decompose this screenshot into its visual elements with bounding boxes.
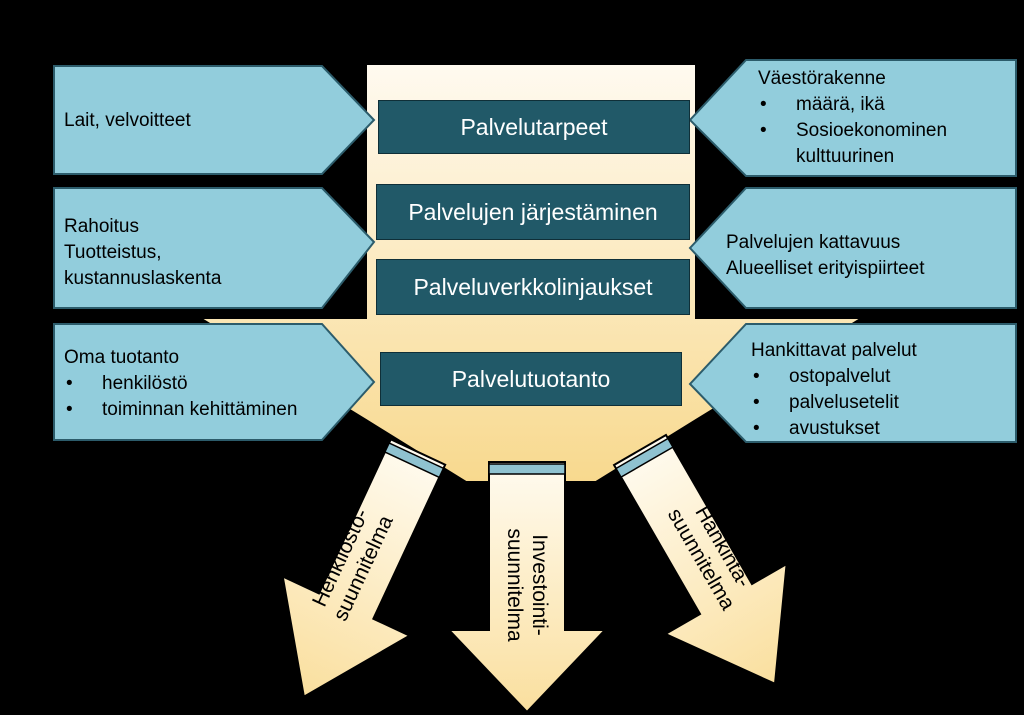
right-callout-2-text: Palvelujen kattavuus Alueelliset erityis… — [726, 230, 925, 282]
left-callout-3-title: Oma tuotanto — [64, 347, 180, 368]
left-callout-2-line-1: Rahoitus — [64, 216, 139, 237]
right-callout-2-line-1: Palvelujen kattavuus — [726, 232, 901, 253]
left-callout-3-text: Oma tuotanto henkilöstö toiminnan kehitt… — [64, 345, 297, 423]
center-box-palveluverkko: Palveluverkkolinjaukset — [376, 259, 690, 315]
left-callout-1-text: Lait, velvoitteet — [64, 108, 191, 134]
left-callout-1 — [53, 65, 376, 175]
arrow-left — [281, 437, 447, 699]
right-callout-1-text: Väestörakenne määrä, ikä Sosioekonominen… — [758, 66, 996, 170]
left-callout-1-line: Lait, velvoitteet — [64, 110, 191, 131]
center-box-palvelutuotanto: Palvelutuotanto — [380, 352, 682, 406]
left-callout-2 — [53, 187, 376, 309]
left-callout-3-bullet-1: henkilöstö — [64, 371, 297, 397]
right-callout-3-title: Hankittavat palvelut — [751, 340, 917, 361]
arrow-center-label-line-1: Investointi- — [528, 534, 551, 636]
right-callout-3-bullet-3: avustukset — [751, 416, 917, 442]
right-callout-1-title: Väestörakenne — [758, 68, 886, 89]
center-box-jarjestaminen: Palvelujen järjestäminen — [376, 184, 690, 240]
arrow-center-label: Investointi- suunnitelma — [502, 528, 552, 641]
right-callout-1-bullet-2: Sosioekonominen kulttuurinen — [758, 118, 996, 170]
right-callout-3-bullet-1: ostopalvelut — [751, 364, 917, 390]
right-callout-2-line-2: Alueelliset erityispiirteet — [726, 258, 925, 279]
left-callout-2-line-2: Tuotteistus, — [64, 242, 162, 263]
arrow-right — [612, 433, 788, 686]
center-box-palvelutarpeet: Palvelutarpeet — [378, 100, 690, 154]
left-callout-3-bullet-2: toiminnan kehittäminen — [64, 397, 297, 423]
arrow-center-label-line-2: suunnitelma — [503, 528, 526, 642]
arrow-center — [446, 461, 608, 714]
right-callout-1-bullet-1: määrä, ikä — [758, 92, 996, 118]
right-callout-2 — [688, 187, 1017, 309]
right-callout-3-text: Hankittavat palvelut ostopalvelut palvel… — [751, 338, 917, 442]
left-callout-2-text: Rahoitus Tuotteistus, kustannuslaskenta — [64, 214, 221, 292]
right-callout-3-bullet-2: palvelusetelit — [751, 390, 917, 416]
left-callout-2-line-3: kustannuslaskenta — [64, 268, 222, 289]
